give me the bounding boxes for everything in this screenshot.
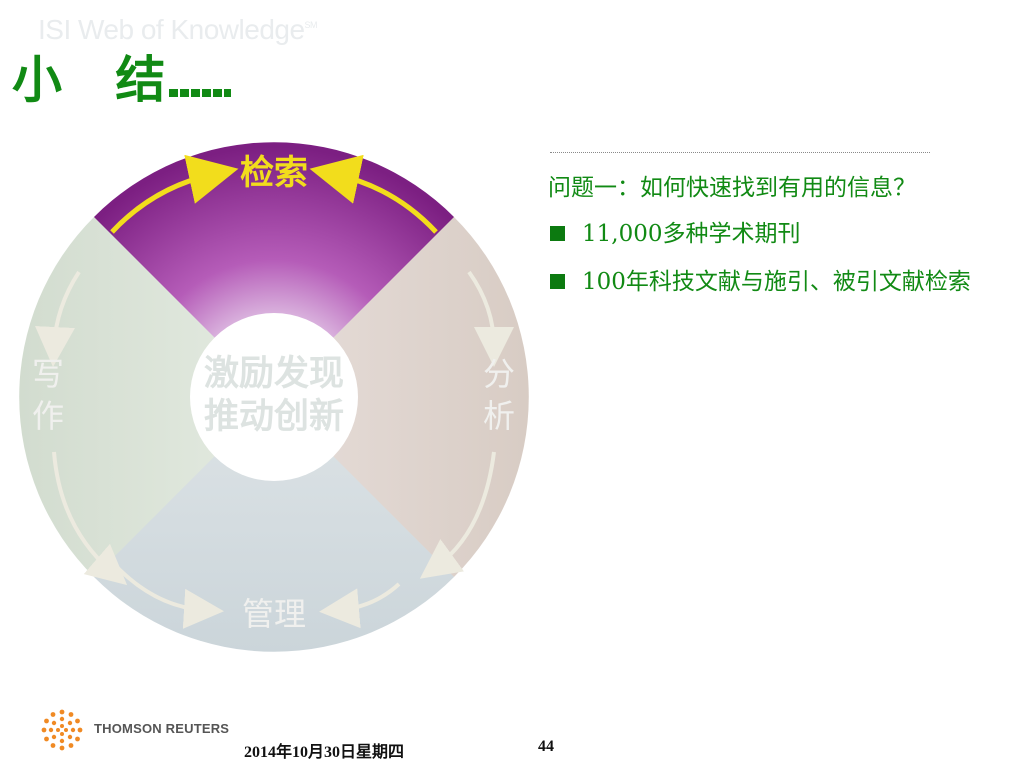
arrow-write-top: [35, 270, 81, 367]
cycle-diagram: 检索 分 析 管理 写 作 激励发现 推动创新: [14, 132, 534, 652]
page-number: 44: [538, 738, 554, 755]
square-bullet-icon: [550, 274, 565, 289]
label-analyze-1: 分: [483, 355, 515, 393]
segment-manage: [94, 397, 454, 652]
arrow-analyze-top: [467, 270, 514, 367]
arrow-manage-right: [319, 582, 401, 629]
label-write-1: 写: [32, 355, 64, 393]
arrow-write-bottom: [52, 451, 128, 586]
segment-analyze: [274, 217, 529, 577]
center-slogan-line2: 推动创新: [204, 397, 344, 437]
square-bullet-icon: [550, 226, 565, 241]
arrow-analyze-bottom: [419, 451, 496, 579]
slide-title: 小 结: [12, 40, 232, 112]
dotted-divider: [550, 152, 930, 153]
isi-web-of-knowledge-watermark: ISI Web of KnowledgeSM: [38, 14, 318, 45]
center-hub: [190, 313, 358, 481]
label-write-2: 作: [32, 397, 64, 435]
arrow-left-to-search: [110, 154, 239, 234]
cycle-diagram-svg: 检索 分 析 管理 写 作 激励发现 推动创新: [19, 142, 529, 652]
center-slogan-line1: 激励发现: [204, 354, 344, 394]
thomson-reuters-logo-icon: [40, 708, 84, 752]
bullet-text: 100年科技文献与施引、被引文献检索: [582, 269, 971, 295]
service-mark: SM: [304, 20, 318, 30]
bullet-list: 11,000多种学术期刊 100年科技文献与施引、被引文献检索: [548, 210, 1018, 306]
bullet-item: 11,000多种学术期刊: [548, 210, 1018, 258]
bullet-item: 100年科技文献与施引、被引文献检索: [548, 258, 1018, 306]
label-search: 检索: [240, 153, 308, 193]
footer-date: 2014年10月30日星期四: [244, 744, 405, 761]
arrow-right-to-search: [309, 154, 438, 234]
label-manage: 管理: [242, 595, 306, 633]
footer-brand: THOMSON REUTERS: [94, 721, 230, 736]
bullet-text: 11,000多种学术期刊: [582, 221, 801, 247]
label-analyze-2: 析: [483, 397, 515, 435]
question-heading: 问题一：如何快速找到有用的信息？: [548, 175, 916, 201]
title-text: 小 结: [12, 51, 184, 109]
segment-write: [19, 217, 274, 577]
title-dots: [169, 89, 232, 97]
segment-search-highlight: [94, 142, 454, 397]
